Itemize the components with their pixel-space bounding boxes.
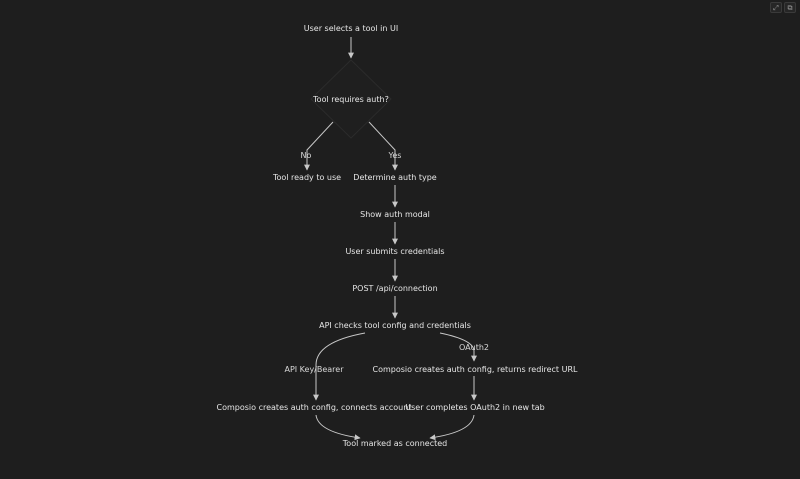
node-marked-connected: Tool marked as connected bbox=[342, 439, 447, 448]
edge-labels: No Yes OAuth2 API Key/Bearer bbox=[284, 151, 489, 374]
node-composio-connect: Composio creates auth config, connects a… bbox=[217, 403, 412, 412]
node-post-connection: POST /api/connection bbox=[352, 284, 437, 293]
node-tool-ready: Tool ready to use bbox=[272, 173, 341, 182]
edge-connect-to-marked bbox=[315, 414, 361, 441]
edge-oauth-to-marked bbox=[429, 414, 475, 441]
edges bbox=[304, 37, 477, 441]
edge-decision-no bbox=[304, 121, 334, 171]
decision-diamond bbox=[310, 59, 392, 139]
diagram-toolbar: ⤢ ⧉ bbox=[770, 2, 796, 13]
edge-checks-apikey bbox=[313, 332, 366, 401]
node-submit-credentials: User submits credentials bbox=[345, 247, 444, 256]
edge-label-yes: Yes bbox=[388, 151, 402, 160]
node-requires-auth: Tool requires auth? bbox=[312, 95, 389, 104]
nodes: User selects a tool in UI Tool requires … bbox=[217, 24, 578, 448]
edge-label-no: No bbox=[301, 151, 312, 160]
node-api-checks: API checks tool config and credentials bbox=[319, 321, 471, 330]
node-composio-redirect: Composio creates auth config, returns re… bbox=[373, 365, 579, 374]
copy-icon[interactable]: ⧉ bbox=[784, 2, 796, 13]
node-oauth-new-tab: User completes OAuth2 in new tab bbox=[405, 403, 544, 412]
expand-icon[interactable]: ⤢ bbox=[770, 2, 782, 13]
edge-decision-yes bbox=[368, 121, 398, 171]
edge-label-api-key: API Key/Bearer bbox=[284, 365, 344, 374]
edge-label-oauth2: OAuth2 bbox=[459, 343, 489, 352]
node-select-tool: User selects a tool in UI bbox=[304, 24, 398, 33]
node-determine-auth: Determine auth type bbox=[353, 173, 437, 182]
node-show-modal: Show auth modal bbox=[360, 210, 430, 219]
edge-checks-oauth2 bbox=[439, 332, 477, 362]
